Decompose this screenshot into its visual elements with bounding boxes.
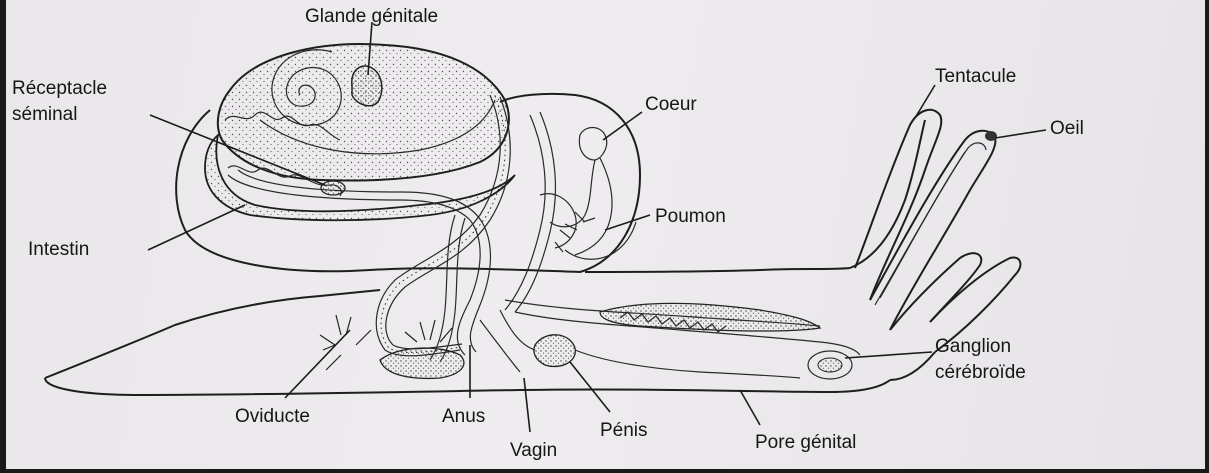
label-pore-genital: Pore génital xyxy=(755,432,856,453)
label-tentacule: Tentacule xyxy=(935,66,1016,87)
label-coeur: Coeur xyxy=(645,94,697,115)
label-receptacle-1: Réceptacle xyxy=(12,78,107,99)
labels: Glande génitale Réceptacle séminal Intes… xyxy=(12,6,1084,461)
label-receptacle-2: séminal xyxy=(12,104,77,125)
seminal-receptacle xyxy=(321,181,345,195)
snail-body-foot xyxy=(45,120,925,395)
genital-gland xyxy=(352,66,382,106)
lower-organs xyxy=(320,300,860,379)
label-penis: Pénis xyxy=(600,420,648,441)
rectum-2 xyxy=(440,218,465,362)
label-oeil: Oeil xyxy=(1050,118,1084,139)
label-vagin: Vagin xyxy=(510,440,557,461)
label-ganglion-2: cérébroïde xyxy=(935,362,1026,383)
eye-dot xyxy=(985,131,997,141)
label-poumon: Poumon xyxy=(655,206,726,227)
label-oviducte: Oviducte xyxy=(235,406,310,427)
label-glande-genitale: Glande génitale xyxy=(305,6,438,27)
label-intestin: Intestin xyxy=(28,239,89,260)
label-ganglion-1: Ganglion xyxy=(935,336,1011,357)
pallial-duct xyxy=(505,115,545,310)
label-anus: Anus xyxy=(442,406,485,427)
pallial-duct-2 xyxy=(515,112,555,312)
intestine-tube-2 xyxy=(238,170,490,352)
